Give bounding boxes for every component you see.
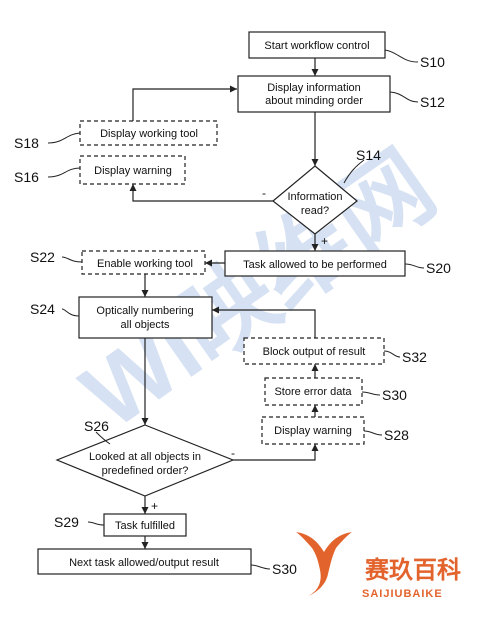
display-info-label-line1: Display information bbox=[267, 82, 361, 94]
looked-at-decision bbox=[55, 424, 235, 497]
optically-numbering-box bbox=[78, 296, 213, 339]
looked-at-label-line1: Looked at all objects in bbox=[89, 451, 201, 463]
start-box bbox=[248, 31, 386, 59]
ref-s26: S26 bbox=[84, 418, 109, 434]
brand-name: 赛玖百科 bbox=[364, 556, 461, 584]
display-warning-top-box bbox=[79, 155, 186, 185]
display-info-label-line2: about minding order bbox=[265, 95, 363, 107]
ref-s30b: S30 bbox=[272, 561, 297, 577]
arrow-tool-to-display-info bbox=[132, 85, 237, 121]
s14-plus-sign: + bbox=[321, 234, 328, 248]
ref-s24: S24 bbox=[30, 301, 55, 317]
arrow-block-to-numbering bbox=[212, 306, 316, 338]
brand-logo: 赛玖百科 SAIJIUBAIKE bbox=[296, 532, 461, 600]
start-label: Start workflow control bbox=[264, 40, 369, 52]
display-info-box bbox=[237, 75, 391, 113]
enable-tool-label: Enable working tool bbox=[97, 258, 193, 270]
block-output-label: Block output of result bbox=[263, 346, 366, 358]
ref-s32: S32 bbox=[402, 349, 427, 365]
looked-at-label-line2: predefined order? bbox=[102, 465, 189, 477]
ref-s12: S12 bbox=[420, 94, 445, 110]
reference-leaders bbox=[47, 49, 425, 570]
ref-s20: S20 bbox=[426, 260, 451, 276]
info-read-decision bbox=[272, 165, 358, 235]
display-warning-top-label: Display warning bbox=[94, 165, 172, 177]
brand-sub: SAIJIUBAIKE bbox=[362, 588, 443, 600]
display-tool-label: Display working tool bbox=[100, 128, 198, 140]
ref-s29: S29 bbox=[54, 514, 79, 530]
ref-s22: S22 bbox=[30, 249, 55, 265]
info-read-label-line2: read? bbox=[301, 205, 329, 217]
info-read-label-line1: Information bbox=[287, 191, 342, 203]
connectors bbox=[129, 58, 319, 549]
whale-tail-icon bbox=[296, 532, 352, 596]
arrow-decision-minus-to-warning bbox=[129, 184, 273, 202]
s26-plus-sign: + bbox=[151, 499, 158, 513]
task-allowed-label: Task allowed to be performed bbox=[243, 259, 387, 271]
task-fulfilled-label: Task fulfilled bbox=[115, 520, 175, 532]
s26-minus-sign: - bbox=[231, 446, 235, 460]
task-allowed-box bbox=[224, 250, 406, 277]
next-task-label: Next task allowed/output result bbox=[69, 557, 219, 569]
optically-numbering-label-line1: Optically numbering bbox=[96, 305, 193, 317]
ref-s10: S10 bbox=[420, 54, 445, 70]
block-output-box bbox=[243, 337, 385, 365]
optically-numbering-label-line2: all objects bbox=[121, 319, 170, 331]
ref-s30: S30 bbox=[382, 387, 407, 403]
ref-s28: S28 bbox=[384, 427, 409, 443]
display-warning-bottom-label: Display warning bbox=[274, 425, 352, 437]
display-warning-bottom-box bbox=[261, 416, 365, 445]
arrow-decision-minus-to-warning-bottom bbox=[233, 444, 319, 461]
store-error-box bbox=[264, 377, 363, 406]
ref-s18: S18 bbox=[14, 135, 39, 151]
s14-minus-sign: - bbox=[262, 186, 266, 200]
ref-s14: S14 bbox=[356, 147, 381, 163]
ref-s16: S16 bbox=[14, 169, 39, 185]
store-error-label: Store error data bbox=[274, 386, 352, 398]
next-task-box bbox=[37, 548, 252, 575]
